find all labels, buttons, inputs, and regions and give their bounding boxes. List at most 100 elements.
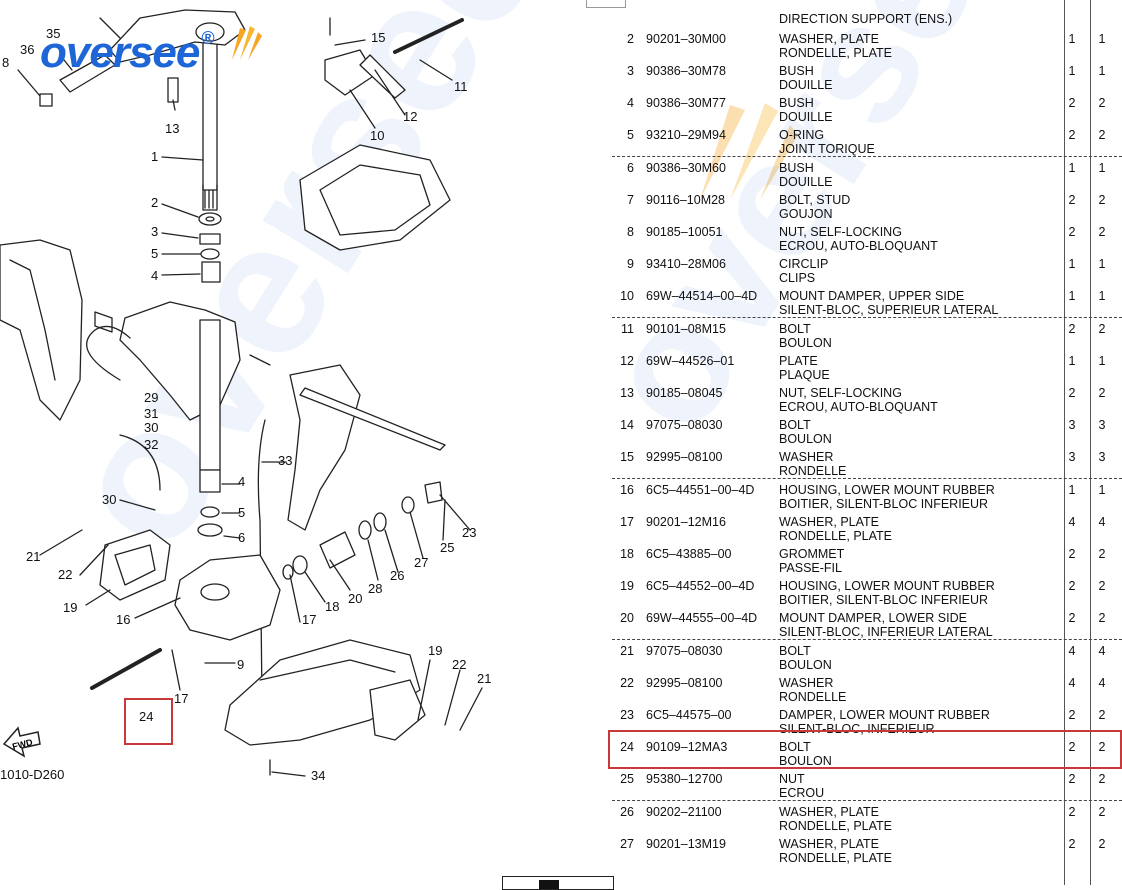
quantity-1: 2 <box>1068 96 1076 110</box>
qty-column-divider <box>1064 0 1065 885</box>
callout-17: 17 <box>174 691 189 706</box>
callout-5-lower: 5 <box>238 505 246 520</box>
description-fr: RONDELLE, PLATE <box>779 46 893 60</box>
description-en: NUT <box>779 772 805 786</box>
description-en: NUT, SELF-LOCKING <box>779 225 902 239</box>
part-number: 92995–08100 <box>646 450 723 464</box>
callout-13: 13 <box>165 121 180 136</box>
description-en: WASHER, PLATE <box>779 837 880 851</box>
description-en: MOUNT DAMPER, UPPER SIDE <box>779 289 965 303</box>
part-number: 92995–08100 <box>646 676 723 690</box>
description-en: BOLT <box>779 322 811 336</box>
callout-31: 31 <box>144 406 159 421</box>
quantity-2: 2 <box>1098 225 1106 239</box>
callout-10: 10 <box>370 128 385 143</box>
part-number: 90185–08045 <box>646 386 723 400</box>
description-fr: ECROU <box>779 786 825 800</box>
ref-number: 23 <box>620 708 634 722</box>
callout-15: 15 <box>371 30 386 45</box>
part-number: 93410–28M06 <box>646 257 726 271</box>
callout-17-right: 17 <box>302 612 317 627</box>
callout-6: 6 <box>238 530 246 545</box>
callout-29: 29 <box>144 390 159 405</box>
part-number: 90201–13M19 <box>646 837 726 851</box>
part-number: 90109–12MA3 <box>646 740 728 754</box>
description-fr: DOUILLE <box>779 78 833 92</box>
callout-28: 28 <box>368 581 383 596</box>
ref-number: 6 <box>627 161 634 175</box>
quantity-1: 2 <box>1068 611 1076 625</box>
callout-23: 23 <box>462 525 477 540</box>
part-number: 69W–44526–01 <box>646 354 735 368</box>
quantity-1: 2 <box>1068 193 1076 207</box>
description-fr: BOULON <box>779 658 832 672</box>
description-fr: RONDELLE, PLATE <box>779 851 893 865</box>
ref-number: 3 <box>627 64 634 78</box>
exploded-parts-diagram: oversee <box>0 0 583 783</box>
quantity-1: 1 <box>1068 257 1076 271</box>
description-fr: SILENT-BLOC, INFERIEUR LATERAL <box>779 625 993 639</box>
description-en: HOUSING, LOWER MOUNT RUBBER <box>779 483 995 497</box>
callout-26: 26 <box>390 568 405 583</box>
ref-number: 18 <box>620 547 634 561</box>
part-number: 90202–21100 <box>646 805 722 819</box>
callout-22: 22 <box>58 567 73 582</box>
description-en: BUSH <box>779 161 814 175</box>
description-en: NUT, SELF-LOCKING <box>779 386 902 400</box>
description-fr: BOITIER, SILENT-BLOC INFERIEUR <box>779 497 989 511</box>
highlight-ref-24-box <box>124 698 173 745</box>
description-en: WASHER, PLATE <box>779 515 880 529</box>
page-top-tab <box>586 0 626 8</box>
callout-19-right: 19 <box>428 643 443 658</box>
ref-number: 26 <box>620 805 634 819</box>
callout-33: 33 <box>278 453 293 468</box>
description-fr: BOULON <box>779 432 832 446</box>
quantity-2: 2 <box>1098 837 1106 851</box>
callout-1: 1 <box>151 149 159 164</box>
description-fr: ECROU, AUTO-BLOQUANT <box>779 239 938 253</box>
quantity-1: 2 <box>1068 740 1076 754</box>
part-number: 6C5–43885–00 <box>646 547 732 561</box>
quantity-1: 2 <box>1068 128 1076 142</box>
part-number: 90185–10051 <box>646 225 723 239</box>
top-description: DIRECTION SUPPORT (ENS.) <box>779 12 953 26</box>
part-number: 6C5–44575–00 <box>646 708 732 722</box>
callout-25: 25 <box>440 540 455 555</box>
part-number: 90101–08M15 <box>646 322 726 336</box>
description-en: WASHER <box>779 676 834 690</box>
brand-logo: oversee® <box>40 28 215 78</box>
callout-34: 34 <box>311 768 326 783</box>
callout-32: 32 <box>144 437 159 452</box>
ref-number: 5 <box>627 128 634 142</box>
callout-20: 20 <box>348 591 363 606</box>
callout-16: 16 <box>116 612 131 627</box>
quantity-1: 1 <box>1068 354 1076 368</box>
watermark-rays-icon <box>690 95 800 210</box>
ref-number: 20 <box>620 611 634 625</box>
part-number: 6C5–44551–00–4D <box>646 483 755 497</box>
quantity-2: 2 <box>1098 128 1106 142</box>
quantity-2: 1 <box>1098 257 1106 271</box>
quantity-2: 1 <box>1098 289 1106 303</box>
quantity-2: 1 <box>1098 32 1106 46</box>
description-fr: DOUILLE <box>779 175 833 189</box>
quantity-1: 2 <box>1068 708 1076 722</box>
